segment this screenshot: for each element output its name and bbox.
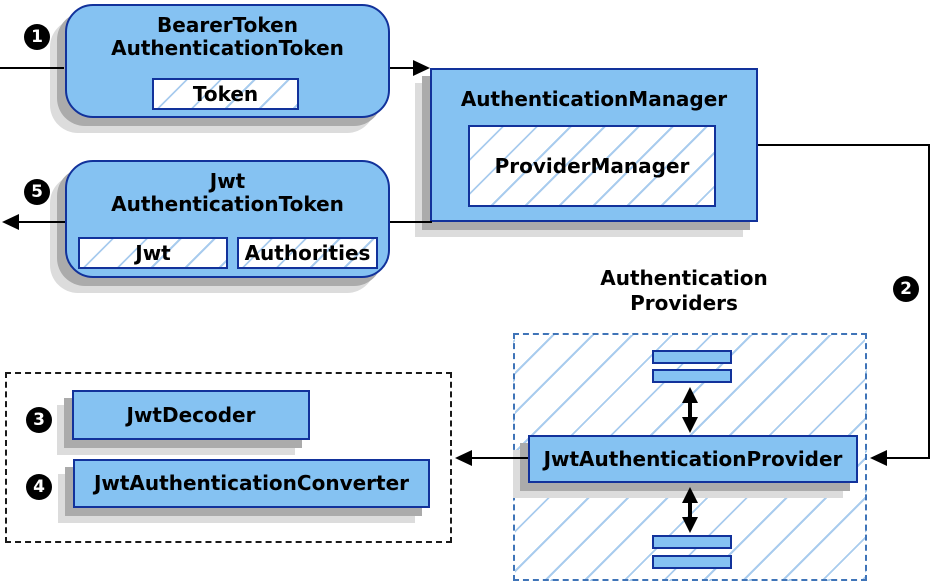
authentication-manager-title: AuthenticationManager bbox=[460, 87, 728, 111]
jwt-authentication-provider-box: JwtAuthenticationProvider bbox=[528, 435, 858, 483]
token-chip: Token bbox=[152, 78, 299, 110]
jwt-decoder-box: JwtDecoder bbox=[72, 390, 310, 440]
provider-manager-label: ProviderManager bbox=[494, 154, 690, 178]
jwt-decoder-label: JwtDecoder bbox=[126, 402, 256, 427]
authentication-providers-label: Authentication Providers bbox=[600, 266, 768, 315]
jwt-converters-group bbox=[5, 372, 452, 543]
jwt-authentication-token-box: Jwt AuthenticationToken Jwt Authorities bbox=[65, 160, 390, 278]
authentication-manager-box: AuthenticationManager ProviderManager bbox=[430, 68, 758, 222]
jwt-authentication-provider-label: JwtAuthenticationProvider bbox=[543, 446, 843, 471]
token-to-manager-arrow bbox=[390, 60, 430, 76]
bearer-token-box-title: BearerToken AuthenticationToken bbox=[111, 13, 344, 60]
token-chip-label: Token bbox=[192, 82, 259, 106]
jwt-authentication-converter-box: JwtAuthenticationConverter bbox=[73, 459, 430, 508]
jwt-chip: Jwt bbox=[78, 237, 228, 269]
authorities-chip: Authorities bbox=[237, 237, 378, 269]
authorities-chip-label: Authorities bbox=[244, 241, 371, 265]
provider-slot-bar bbox=[652, 350, 732, 364]
step-2-badge: 2 bbox=[893, 276, 919, 302]
step-1-badge: 1 bbox=[24, 24, 50, 50]
jwt-authentication-converter-label: JwtAuthenticationConverter bbox=[93, 471, 410, 495]
jwt-chip-label: Jwt bbox=[135, 241, 171, 265]
provider-slot-bar bbox=[652, 535, 732, 549]
step-5-badge: 5 bbox=[24, 179, 50, 205]
step-4-badge: 4 bbox=[26, 474, 52, 500]
provider-manager-chip: ProviderManager bbox=[468, 125, 716, 207]
jwt-authentication-token-title: Jwt AuthenticationToken bbox=[111, 169, 344, 216]
provider-slot-bar bbox=[652, 369, 732, 383]
jwt-out-arrow bbox=[2, 214, 65, 230]
step-3-badge: 3 bbox=[26, 407, 52, 433]
bearer-token-authentication-token-box: BearerToken AuthenticationToken Token bbox=[65, 4, 390, 118]
provider-slot-bar bbox=[652, 555, 732, 569]
